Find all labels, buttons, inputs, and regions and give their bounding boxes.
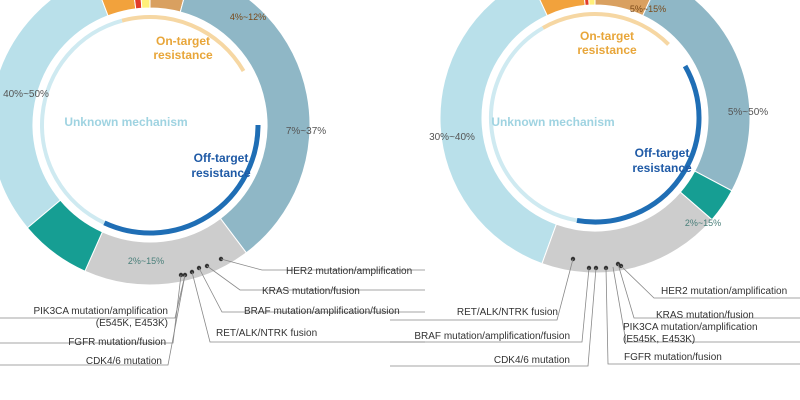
callout-line: [390, 267, 597, 367]
callout-label: BRAF mutation/amplification/fusion: [414, 331, 570, 342]
on-target-label: On-target: [156, 34, 210, 48]
on-target-tan-segment: [594, 0, 651, 17]
teal-segment-value: 2%~15%: [685, 218, 721, 228]
on-target-label: resistance: [153, 48, 213, 62]
callout-line: [605, 267, 800, 365]
on-target-inner-ring: [121, 15, 246, 73]
off-target-label: Off-target: [194, 151, 249, 165]
off-target-label: resistance: [632, 161, 692, 175]
callout-label: RET/ALK/NTRK fusion: [457, 307, 558, 318]
on-target-label: resistance: [577, 43, 637, 57]
callout-line: [198, 267, 425, 313]
on-target-label: On-target: [580, 29, 634, 43]
callout-line: [0, 274, 186, 319]
unknown-inner-ring: [40, 18, 123, 225]
callout-line: [390, 267, 590, 343]
off-target-label: Off-target: [635, 146, 690, 160]
callout-line: [220, 258, 425, 271]
callout-label: PIK3CA mutation/amplification: [33, 306, 168, 317]
off-target-other-segment: [541, 191, 713, 274]
callout-line: [620, 265, 800, 299]
off-target-value: 5%~50%: [728, 107, 768, 118]
teal-segment-value: 2%~15%: [128, 256, 164, 266]
off-target-value: 7%~37%: [286, 126, 326, 137]
off-target-label: resistance: [191, 166, 251, 180]
unknown-mechanism-label: Unknown mechanism: [491, 115, 614, 129]
callout-label: RET/ALK/NTRK fusion: [216, 328, 317, 339]
off-target-inner-ring: [103, 124, 261, 236]
callout-label: (E545K, E453K): [623, 334, 695, 345]
unknown-inner-ring: [489, 26, 578, 223]
unknown-segment: [0, 0, 109, 229]
callout-line: [0, 274, 182, 344]
callout-label: BRAF mutation/amplification/fusion: [244, 306, 400, 317]
callout-line: [191, 271, 425, 343]
on-target-value: 5%~15%: [630, 4, 666, 14]
callout-line: [617, 263, 800, 319]
callout-label: FGFR mutation/fusion: [624, 352, 722, 363]
off-target-inner-ring: [576, 64, 702, 225]
callout-label: PIK3CA mutation/amplification: [623, 322, 758, 333]
unknown-value: 30%~40%: [429, 132, 475, 143]
callout-label: KRAS mutation/fusion: [656, 310, 754, 321]
teal-segment: [26, 199, 104, 272]
callout-label: HER2 mutation/amplification: [286, 266, 412, 277]
callout-label: CDK4/6 mutation: [86, 356, 162, 367]
callout-line: [612, 266, 800, 343]
callout-line: [206, 265, 425, 291]
on-target-orange-segment: [539, 0, 586, 17]
unknown-segment: [439, 0, 557, 265]
callout-label: CDK4/6 mutation: [494, 355, 570, 366]
callout-label: KRAS mutation/fusion: [262, 286, 360, 297]
off-target-other-segment: [84, 217, 247, 286]
callout-line: [390, 258, 574, 321]
unknown-value: 40%~50%: [3, 89, 49, 100]
callout-label: FGFR mutation/fusion: [68, 337, 166, 348]
off-target-segment: [179, 0, 311, 254]
unknown-mechanism-label: Unknown mechanism: [64, 115, 187, 129]
on-target-inner-ring: [542, 12, 670, 46]
callout-line: [0, 274, 186, 366]
on-target-value: 4%~12%: [230, 12, 266, 22]
callout-label: HER2 mutation/amplification: [661, 286, 787, 297]
callout-label: (E545K, E453K): [96, 318, 168, 329]
